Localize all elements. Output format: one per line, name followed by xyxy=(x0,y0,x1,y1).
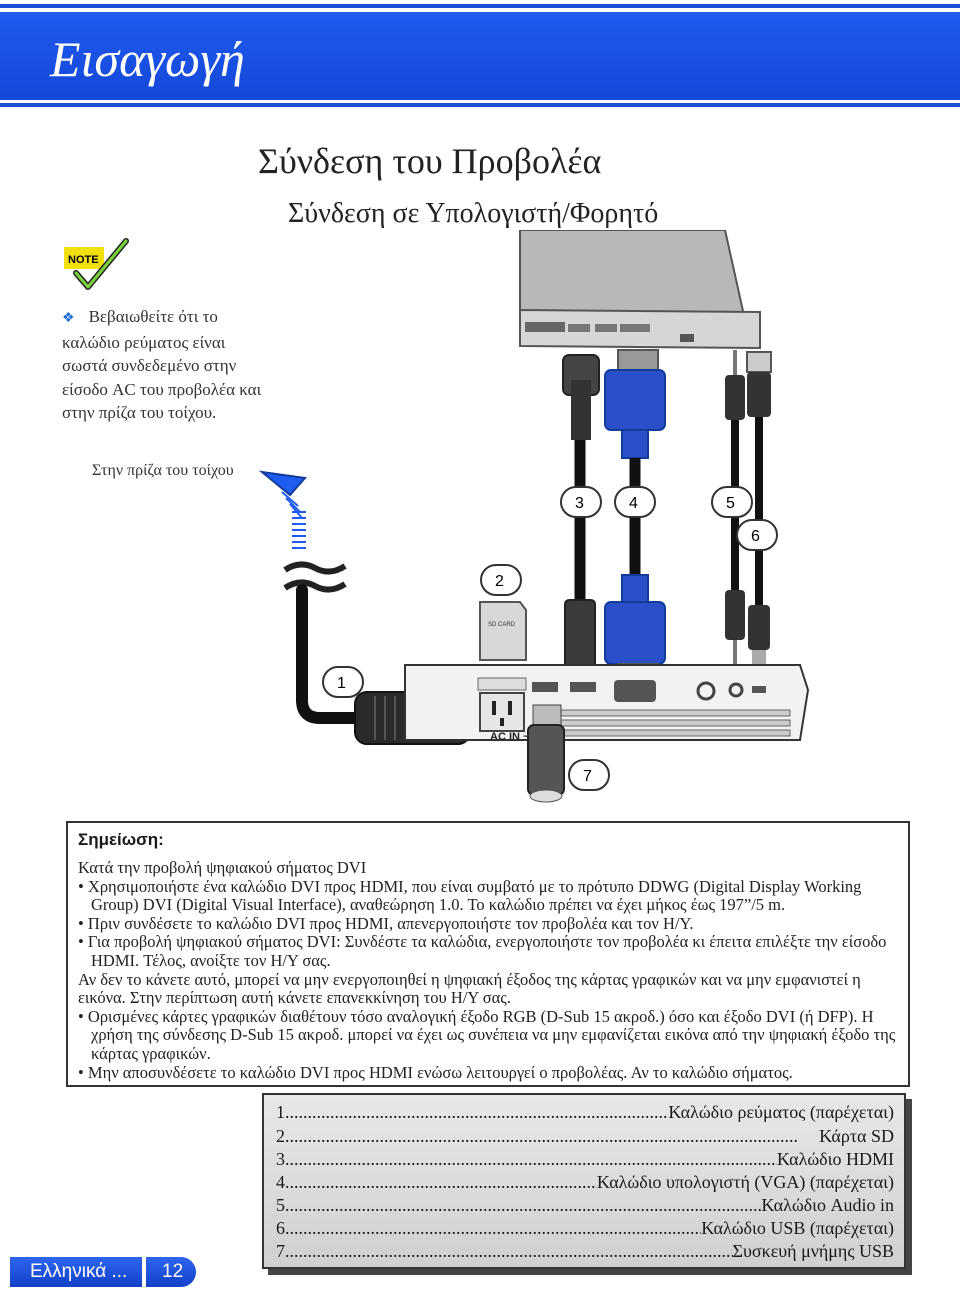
header-stripe-top xyxy=(0,4,960,8)
legend-item: 4.......................................… xyxy=(276,1172,894,1192)
legend-box: 1.......................................… xyxy=(262,1093,906,1269)
page-number: 12 xyxy=(162,1261,184,1282)
note-box: Σημείωση: Κατά την προβολή ψηφιακού σήμα… xyxy=(66,821,910,1087)
marker-7: 7 xyxy=(568,759,610,791)
legend-label: Καλώδιο HDMI xyxy=(776,1149,894,1169)
marker-6: 6 xyxy=(736,519,778,551)
projector-illustration: AC IN ~ xyxy=(404,664,810,743)
marker-2-label: 2 xyxy=(495,573,504,590)
note-line: • Για προβολή ψηφιακού σήματος DVI: Συνδ… xyxy=(78,932,887,970)
header-band xyxy=(0,12,960,100)
marker-5: 5 xyxy=(711,486,753,518)
legend-label: Καλώδιο USB (παρέχεται) xyxy=(701,1218,894,1238)
marker-2: 2 xyxy=(480,564,522,596)
connection-diagram: SD CARD AC IN ~ 1 2 3 xyxy=(258,230,810,803)
marker-4-label: 4 xyxy=(629,495,638,512)
chapter-title: Εισαγωγή xyxy=(50,31,245,87)
legend-num: 7 xyxy=(276,1241,285,1261)
section-title: Σύνδεση σε Υπολογιστή/Φορητό xyxy=(288,198,659,229)
footer-page-tab: Ελληνικά ... 12 xyxy=(10,1257,196,1287)
usb-stick-illustration xyxy=(527,704,565,803)
note-badge-text: NOTE xyxy=(68,254,99,266)
marker-3-label: 3 xyxy=(575,495,584,512)
legend-label: Συσκευή μνήμης USB xyxy=(732,1241,894,1261)
side-note: ❖Βεβαιωθείτε ότι το καλώδιο ρεύματος είν… xyxy=(62,305,272,425)
sd-card-illustration: SD CARD xyxy=(479,601,527,661)
legend-num: 1 xyxy=(276,1102,285,1122)
marker-6-label: 6 xyxy=(751,528,760,545)
legend-item: 7.......................................… xyxy=(276,1241,894,1261)
side-note-text: Βεβαιωθείτε ότι το καλώδιο ρεύματος είνα… xyxy=(62,307,262,422)
legend-label: Καλώδιο ρεύματος (παρέχεται) xyxy=(668,1102,894,1122)
marker-5-label: 5 xyxy=(726,495,735,512)
note-line: Κατά την προβολή ψηφιακού σήματος DVI xyxy=(78,858,367,877)
legend-num: 4 xyxy=(276,1172,285,1192)
marker-4: 4 xyxy=(614,486,656,518)
usb-cable xyxy=(746,351,772,664)
wall-outlet-label: Στην πρίζα του τοίχου xyxy=(92,462,234,479)
note-heading: Σημείωση: xyxy=(78,830,164,849)
page-title: Σύνδεση του Προβολέα xyxy=(258,141,602,181)
legend-num: 6 xyxy=(276,1218,285,1238)
note-line: Αν δεν το κάνετε αυτό, μπορεί να μην ενε… xyxy=(78,969,861,1008)
marker-7-label: 7 xyxy=(583,768,592,785)
legend-num: 5 xyxy=(276,1195,285,1215)
header-banner: Εισαγωγή xyxy=(0,0,960,110)
legend-item: 3.......................................… xyxy=(276,1149,894,1169)
note-body: Κατά την προβολή ψηφιακού σήματος DVI • … xyxy=(78,858,900,1082)
wall-outlet-arrow xyxy=(258,470,307,549)
note-line: • Ορισμένες κάρτες γραφικών διαθέτουν τό… xyxy=(78,1006,896,1063)
diamond-bullet-icon: ❖ xyxy=(62,311,75,326)
footer-divider xyxy=(142,1257,146,1287)
hdmi-cable xyxy=(562,354,600,701)
marker-3: 3 xyxy=(560,486,602,518)
legend-item: 1.......................................… xyxy=(276,1102,894,1122)
footer-language: Ελληνικά ... xyxy=(30,1261,128,1282)
ac-in-label: AC IN ~ xyxy=(490,731,530,743)
marker-1: 1 xyxy=(322,666,364,698)
legend-num: 3 xyxy=(276,1149,285,1169)
marker-1-label: 1 xyxy=(337,675,346,692)
legend-label: Κάρτα SD xyxy=(819,1126,894,1146)
note-line: • Μην αποσυνδέσετε το καλώδιο DVI προς H… xyxy=(78,1062,793,1082)
laptop-illustration xyxy=(519,230,761,350)
legend-num: 2 xyxy=(276,1126,285,1146)
sd-card-label: SD CARD xyxy=(488,622,516,628)
legend-label: Καλώδιο υπολογιστή (VGA) (παρέχεται) xyxy=(596,1172,894,1192)
header-stripe-bottom xyxy=(0,103,960,107)
note-line: • Πριν συνδέσετε το καλώδιο DVI προς HDM… xyxy=(78,913,694,933)
legend-item: 6.......................................… xyxy=(276,1218,894,1238)
note-check-icon: NOTE xyxy=(64,238,129,290)
legend-item: 2.......................................… xyxy=(276,1126,894,1146)
legend-item: 5.......................................… xyxy=(276,1195,894,1215)
note-line: • Χρησιμοποιήστε ένα καλώδιο DVI προς HD… xyxy=(78,876,862,915)
legend-label: Καλώδιο Audio in xyxy=(761,1195,894,1215)
